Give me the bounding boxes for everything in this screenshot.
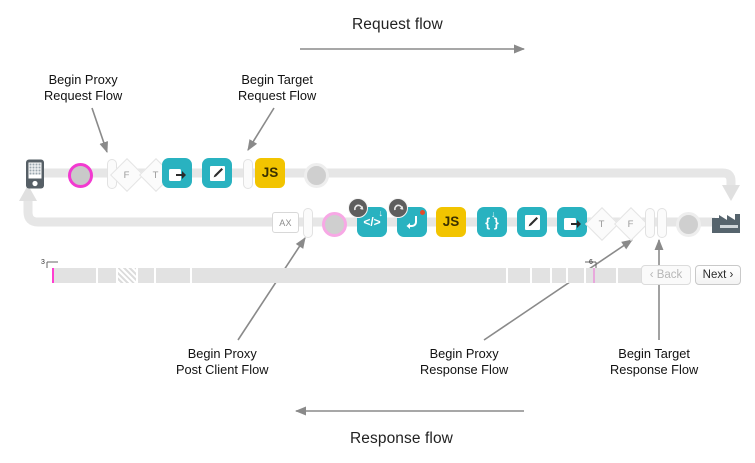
trace-timeline-scrollbar[interactable] bbox=[52, 268, 649, 283]
timeline-segment[interactable] bbox=[138, 268, 156, 283]
policy-javascript-icon[interactable]: JS bbox=[436, 207, 466, 237]
caption-line-2: Request Flow bbox=[238, 87, 317, 103]
timeline-segment[interactable] bbox=[568, 268, 586, 283]
timeline-segment[interactable] bbox=[52, 268, 98, 283]
flow-marker-proxy-request-start[interactable] bbox=[68, 163, 93, 188]
timeline-segment[interactable] bbox=[508, 268, 532, 283]
label-begin-proxy-post-client-flow: Begin Proxy Post Client Flow bbox=[176, 346, 268, 377]
policy-code-icon[interactable]: </> ↓ bbox=[348, 198, 387, 237]
policy-assign-message-icon[interactable] bbox=[557, 207, 587, 237]
caption-line-2: Response Flow bbox=[420, 361, 509, 377]
caption-line-1: Begin Target bbox=[241, 72, 313, 87]
timeline-segment[interactable] bbox=[156, 268, 192, 283]
flow-separator-pill bbox=[645, 208, 655, 238]
policy-glyph-js: JS bbox=[261, 165, 279, 181]
fault-rule-icon bbox=[348, 198, 368, 218]
timeline-marker[interactable] bbox=[52, 268, 54, 283]
response-track-arrowhead bbox=[19, 185, 37, 201]
flow-separator-pill bbox=[243, 159, 253, 189]
timeline-left-tick-label: 3 bbox=[41, 259, 45, 266]
marker-dot-grey bbox=[304, 163, 329, 188]
factory-icon bbox=[711, 208, 741, 239]
pointer-begin-proxy-response-flow bbox=[483, 239, 633, 341]
timeline-marker[interactable] bbox=[593, 268, 595, 283]
request-track bbox=[36, 168, 736, 186]
back-button[interactable]: ‹ Back bbox=[641, 265, 691, 285]
policy-edit-icon[interactable] bbox=[517, 207, 547, 237]
timeline-right-bracket bbox=[585, 261, 597, 268]
caption-line-1: Begin Proxy bbox=[187, 346, 257, 361]
fault-rule-icon bbox=[388, 198, 408, 218]
policy-assign-message-icon[interactable] bbox=[162, 158, 192, 188]
flow-separator-pill bbox=[303, 208, 313, 238]
diamond-label: T bbox=[599, 218, 605, 230]
label-begin-target-response-flow: Begin Target Response Flow bbox=[610, 346, 698, 377]
response-flow-title: Response flow bbox=[350, 430, 453, 447]
pointer-begin-proxy-post-client-flow bbox=[237, 237, 306, 341]
timeline-right-tick-label: 6 bbox=[589, 259, 593, 266]
caption-line-1: Begin Proxy bbox=[429, 346, 499, 361]
timeline-segment[interactable] bbox=[98, 268, 118, 283]
caption-line-1: Begin Proxy bbox=[48, 72, 118, 87]
flow-separator-pill bbox=[657, 208, 667, 238]
label-begin-proxy-request-flow: Begin Proxy Request Flow bbox=[44, 72, 122, 103]
policy-json-icon[interactable]: { } ↓ bbox=[477, 207, 507, 237]
timeline-segment[interactable] bbox=[552, 268, 568, 283]
timeline-left-bracket bbox=[46, 261, 58, 268]
analytics-ax-box[interactable]: AX bbox=[272, 212, 299, 233]
timeline-segment[interactable] bbox=[118, 268, 138, 283]
timeline-segment[interactable] bbox=[586, 268, 618, 283]
condition-diamond-f[interactable]: F bbox=[110, 158, 144, 192]
timeline-segment[interactable] bbox=[532, 268, 552, 283]
policy-flow-callout-icon[interactable] bbox=[388, 198, 427, 237]
diamond-label: F bbox=[628, 218, 634, 230]
caption-line-2: Post Client Flow bbox=[176, 361, 269, 377]
label-begin-target-request-flow: Begin Target Request Flow bbox=[238, 72, 316, 103]
request-flow-title: Request flow bbox=[352, 16, 443, 33]
timeline-segment[interactable] bbox=[192, 268, 508, 283]
smartphone-icon bbox=[24, 159, 46, 194]
response-track bbox=[23, 200, 715, 227]
condition-diamond-f[interactable]: F bbox=[614, 207, 648, 241]
marker-dot-magenta bbox=[68, 163, 93, 188]
diamond-label: T bbox=[153, 169, 159, 181]
marker-dot-grey bbox=[676, 212, 701, 237]
diamond-label: F bbox=[124, 169, 130, 181]
caption-line-2: Response Flow bbox=[610, 361, 699, 377]
label-begin-proxy-response-flow: Begin Proxy Response Flow bbox=[420, 346, 508, 377]
marker-dot-pink bbox=[322, 212, 347, 237]
flow-marker-post-client-start[interactable] bbox=[322, 212, 347, 237]
policy-edit-icon[interactable] bbox=[202, 158, 232, 188]
pointer-begin-proxy-request-flow bbox=[91, 107, 108, 154]
pointer-begin-target-request-flow bbox=[247, 107, 275, 151]
next-button[interactable]: Next › bbox=[695, 265, 741, 285]
flow-marker-response-end[interactable] bbox=[676, 212, 701, 237]
caption-line-2: Request Flow bbox=[44, 87, 123, 103]
flow-marker-request-end[interactable] bbox=[304, 163, 329, 188]
policy-javascript-icon[interactable]: JS bbox=[255, 158, 285, 188]
condition-diamond-t[interactable]: T bbox=[585, 207, 619, 241]
policy-glyph-js: JS bbox=[442, 214, 460, 230]
ax-label: AX bbox=[279, 217, 292, 228]
caption-line-1: Begin Target bbox=[618, 346, 690, 361]
request-track-arrowhead bbox=[722, 185, 740, 201]
